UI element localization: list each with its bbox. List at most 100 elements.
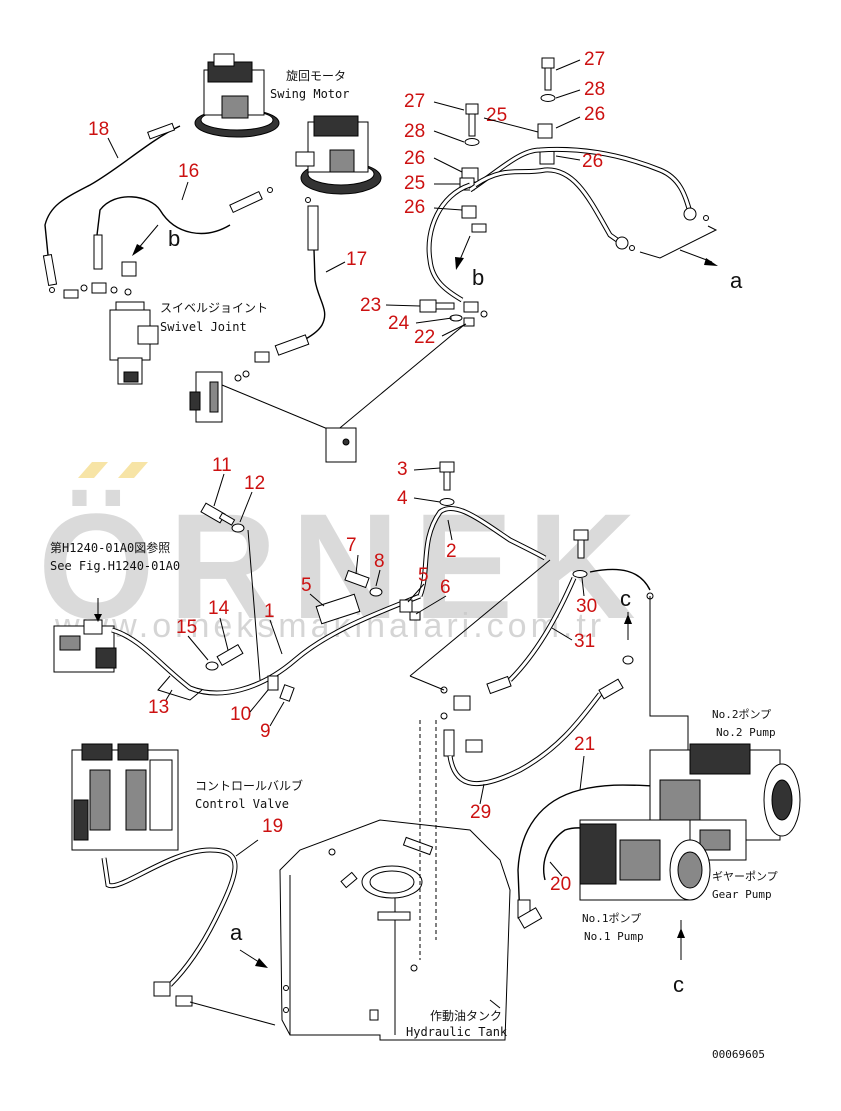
fitting-17-bottom (274, 334, 310, 356)
callout-24: 24 (388, 313, 410, 334)
ref-letter-c-upper: c (620, 586, 631, 611)
callout-27-right: 27 (584, 49, 605, 70)
callout-17: 17 (346, 249, 367, 270)
callout-28-left: 28 (404, 121, 425, 142)
callout-25-left: 25 (404, 173, 425, 194)
protector-5 (315, 593, 361, 625)
hose-31-top (589, 568, 651, 591)
gear-pump-en: Gear Pump (712, 888, 772, 901)
swing-motor-left (194, 53, 280, 138)
callout-10: 10 (230, 704, 251, 725)
clamp-26-lower (461, 205, 477, 219)
fitting-18-top (147, 122, 176, 140)
clamp-25-right (537, 123, 553, 139)
fitting-29-elbow (465, 739, 483, 753)
callout-19: 19 (262, 816, 283, 837)
washer-30 (572, 570, 588, 578)
washer-28-left (464, 138, 480, 146)
control-valve-en: Control Valve (195, 797, 289, 811)
fitting-29-left (443, 729, 455, 757)
elbow-19 (153, 981, 171, 997)
plate-6 (409, 611, 421, 621)
drawing-number: 00069605 (712, 1048, 765, 1061)
ref-letter-a-lower: a (230, 920, 243, 945)
callout-1: 1 (264, 601, 275, 622)
callout-11: 11 (212, 455, 232, 476)
bolt-23 (419, 299, 437, 313)
bolt-3 (439, 461, 455, 473)
swivel-joint (109, 301, 159, 385)
callout-30: 30 (576, 596, 597, 617)
callout-8: 8 (374, 551, 385, 572)
watermark: ÖRNEK www.orneksmakinalari.com.tr (38, 462, 650, 650)
callout-23: 23 (360, 295, 381, 316)
callout-9: 9 (260, 721, 271, 742)
fitting-17-top (307, 205, 319, 251)
fitting-16-top (229, 190, 263, 214)
callout-15: 15 (176, 617, 197, 638)
fitting-31-elbow (453, 695, 471, 711)
washer-15 (205, 661, 219, 671)
spacer-9 (279, 684, 295, 702)
callouts: 18 16 17 27 28 26 26 27 25 28 26 25 26 2… (88, 49, 605, 895)
see-fig-jp: 第H1240-01A0図参照 (50, 540, 170, 555)
fitting-18-bottom (42, 253, 58, 287)
hydraulic-tank (279, 819, 511, 1041)
bolt-30-head (573, 529, 589, 541)
callout-7: 7 (346, 535, 357, 556)
callout-6: 6 (440, 577, 451, 598)
hydraulic-tank-jp: 作動油タンク (430, 1009, 502, 1023)
clamp-22 (463, 317, 475, 327)
washer-4 (439, 498, 455, 506)
callout-28-right: 28 (584, 79, 605, 100)
ref-letter-b-right: b (472, 265, 484, 290)
fitting-31 (486, 675, 512, 695)
swing-motor-en: Swing Motor (270, 87, 349, 101)
gear-pump-jp: ギヤーポンプ (712, 870, 778, 883)
callout-12: 12 (244, 473, 265, 494)
no2-pump-jp: No.2ポンプ (712, 708, 771, 721)
see-fig-block (53, 619, 117, 673)
clamp-5-right (399, 599, 413, 613)
no2-pump-en: No.2 Pump (716, 726, 776, 739)
callout-5-right: 5 (418, 565, 429, 586)
watermark-brand: ÖRNEK (38, 482, 650, 650)
elbow-18 (63, 289, 79, 299)
callout-26-left-bottom: 26 (404, 197, 425, 218)
no1-pump (579, 819, 711, 901)
ref-letter-c-lower: c (673, 972, 684, 997)
bolt-14 (216, 643, 244, 667)
block-bottom (325, 427, 357, 463)
swivel-joint-en: Swivel Joint (160, 320, 247, 334)
hose-upper-3 (426, 182, 471, 303)
callout-2: 2 (446, 541, 457, 562)
fitting-29-right (598, 678, 624, 700)
swing-motor-right (295, 115, 382, 195)
swing-motor-jp: 旋回モータ (286, 69, 346, 83)
leader-lines (107, 59, 585, 877)
clamp-10 (267, 675, 279, 691)
watermark-accent-right (118, 462, 148, 478)
washer-28-right (540, 94, 556, 102)
watermark-accent-left (78, 462, 108, 478)
small-valve-block (189, 371, 223, 423)
no1-pump-jp: No.1ポンプ (582, 912, 641, 925)
hose-21 (517, 784, 661, 921)
callout-13: 13 (148, 697, 169, 718)
callout-26-right-top: 26 (584, 104, 605, 125)
washer-8 (369, 587, 383, 597)
control-valve (71, 743, 179, 851)
callout-20: 20 (550, 874, 571, 895)
callout-25-right: 25 (486, 105, 507, 126)
callout-27-left: 27 (404, 91, 425, 112)
see-fig-en: See Fig.H1240-01A0 (50, 559, 180, 573)
swivel-joint-jp: スイベルジョイント (160, 301, 268, 315)
callout-18: 18 (88, 119, 109, 140)
hose-17 (299, 249, 326, 343)
fitting-16-bottom (93, 234, 103, 270)
callout-26-right-bottom: 26 (582, 151, 603, 172)
callout-22: 22 (414, 327, 435, 348)
callout-3: 3 (397, 459, 408, 480)
